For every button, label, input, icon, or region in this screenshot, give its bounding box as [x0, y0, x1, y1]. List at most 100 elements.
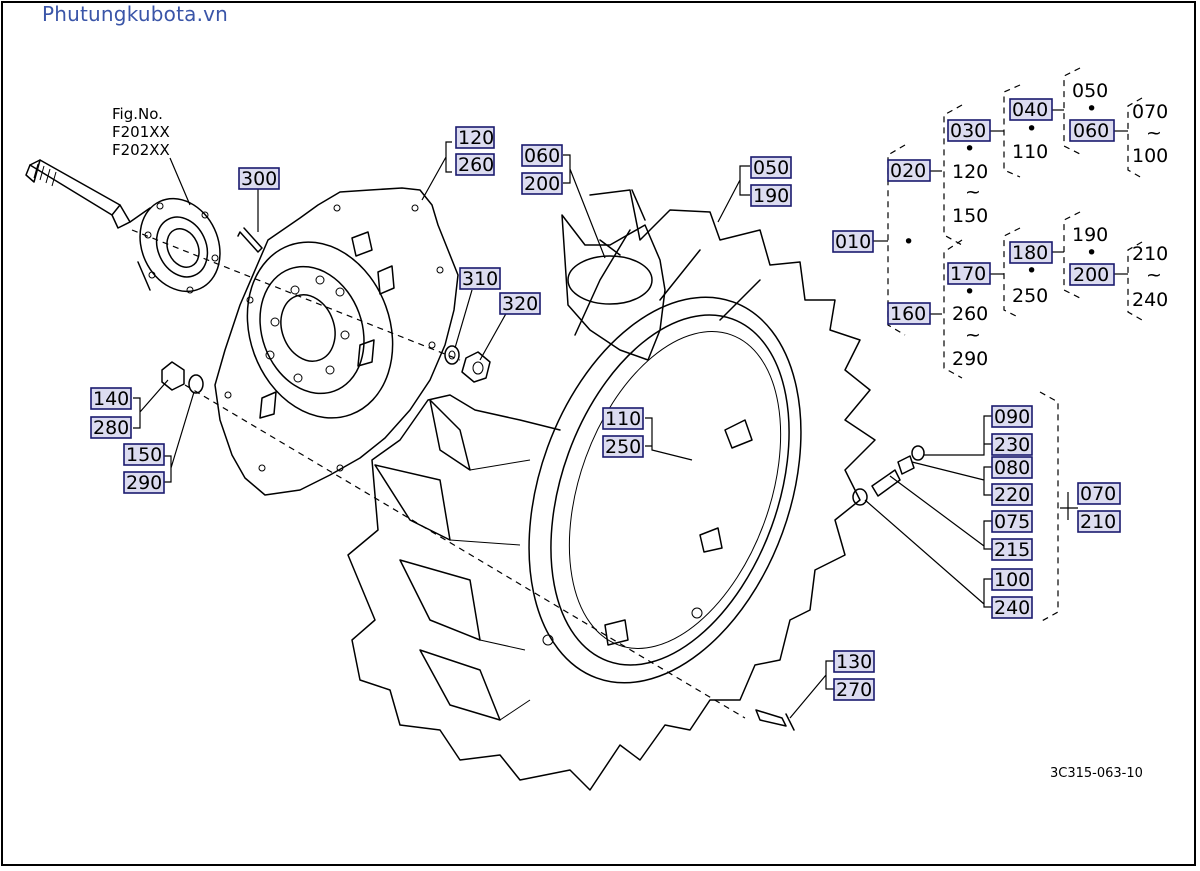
callout-box [238, 167, 280, 190]
callout-215: 215 [994, 539, 1030, 561]
callout-box [521, 144, 563, 167]
callout-box [123, 471, 165, 494]
group-braces [887, 67, 1143, 623]
callout-060b: 060 [1073, 120, 1109, 142]
label-070a: 070 [1132, 101, 1168, 123]
fig-leader [169, 157, 191, 206]
callout-210: 210 [1080, 511, 1116, 533]
callout-060: 060 [524, 145, 560, 167]
range-170: ~ [965, 324, 981, 346]
dot-050: • [1086, 98, 1097, 120]
callout-140: 140 [93, 388, 129, 410]
fig-ref-1: F201XX [112, 123, 170, 141]
callout-200: 200 [524, 173, 560, 195]
dot-040: • [1026, 118, 1037, 140]
drawing-code: 3C315-063-10 [1050, 766, 1143, 781]
watermark-text: Phutungkubota.vn [42, 2, 229, 26]
axle-shaft-illustration [25, 159, 221, 294]
callout-box [90, 387, 132, 410]
label-240a: 240 [1132, 289, 1168, 311]
wheel-disc-illustration [214, 187, 459, 496]
callout-box [521, 172, 563, 195]
callout-box [123, 443, 165, 466]
dot-170: • [964, 281, 975, 303]
callout-130: 130 [836, 651, 872, 673]
label-210a: 210 [1132, 243, 1168, 265]
label-290b: 290 [952, 348, 988, 370]
callout-box [499, 292, 541, 315]
callout-group: 120 260 300 310 320 140 280 150 290 060 … [90, 80, 1168, 701]
dot-030: • [964, 138, 975, 160]
callout-box [750, 156, 792, 179]
callout-box [90, 416, 132, 439]
callout-box [991, 510, 1033, 533]
callout-190: 190 [753, 185, 789, 207]
callout-020: 020 [890, 160, 926, 182]
label-100a: 100 [1132, 145, 1168, 167]
fig-no-label: Fig.No. [112, 105, 163, 123]
leader-lines [133, 109, 1128, 719]
callout-100: 100 [994, 569, 1030, 591]
callout-box [991, 456, 1033, 479]
dot-190: • [1086, 242, 1097, 264]
callout-200b: 200 [1073, 264, 1109, 286]
callout-180: 180 [1012, 242, 1048, 264]
callout-220: 220 [994, 484, 1030, 506]
label-150b: 150 [952, 205, 988, 227]
callout-170: 170 [950, 263, 986, 285]
callout-050: 050 [753, 157, 789, 179]
callout-box [1069, 119, 1115, 142]
range-210: ~ [1146, 264, 1162, 286]
nut-washer-illustrations [161, 345, 491, 394]
callout-090: 090 [994, 406, 1030, 428]
callout-110: 110 [605, 408, 641, 430]
callout-310: 310 [462, 268, 498, 290]
tire-illustration [347, 189, 876, 791]
callout-box [1069, 263, 1115, 286]
wheel-weight-illustration [561, 189, 666, 361]
label-190b: 190 [1072, 224, 1108, 246]
callout-320: 320 [502, 293, 538, 315]
callout-box [887, 302, 931, 325]
axis-line-lower [184, 384, 746, 719]
label-050b: 050 [1072, 80, 1108, 102]
callout-270: 270 [836, 679, 872, 701]
callout-box [1009, 98, 1053, 121]
callout-290: 290 [126, 472, 162, 494]
callout-030: 030 [950, 120, 986, 142]
callout-120: 120 [458, 127, 494, 149]
callout-box [991, 538, 1033, 561]
callout-box [833, 678, 875, 701]
callout-box [832, 230, 874, 253]
callout-box [1077, 482, 1121, 505]
callout-075: 075 [994, 511, 1030, 533]
callout-150: 150 [126, 444, 162, 466]
callout-240: 240 [994, 597, 1030, 619]
stud-bolt-illustration [237, 227, 263, 253]
callout-300: 300 [241, 168, 277, 190]
callout-160: 160 [890, 303, 926, 325]
callout-box [602, 407, 644, 430]
callout-box [887, 159, 931, 182]
callout-box [455, 126, 495, 149]
callout-box [991, 483, 1033, 506]
dot-010: • [903, 231, 914, 253]
callout-010: 010 [835, 231, 871, 253]
range-030: ~ [965, 181, 981, 203]
valve-parts-illustration [852, 445, 925, 506]
callout-box [991, 433, 1033, 456]
callout-230: 230 [994, 434, 1030, 456]
callout-box [991, 568, 1033, 591]
label-250b: 250 [1012, 285, 1048, 307]
callout-260: 260 [458, 154, 494, 176]
bolt-illustration [755, 709, 795, 731]
fig-ref-2: F202XX [112, 141, 170, 159]
callout-box [1077, 510, 1121, 533]
callout-box [991, 596, 1033, 619]
callout-box [750, 184, 792, 207]
callout-040: 040 [1012, 99, 1048, 121]
callout-280: 280 [93, 417, 129, 439]
callout-box [459, 267, 501, 290]
